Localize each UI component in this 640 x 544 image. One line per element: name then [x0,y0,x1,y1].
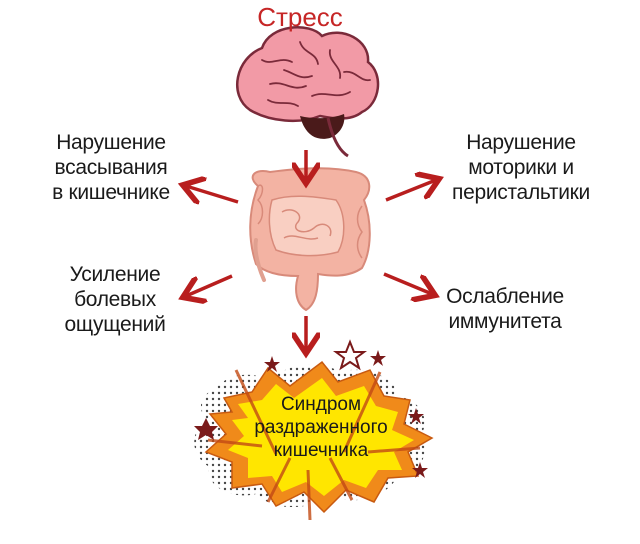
label-motility-disorder: Нарушение моторики и перистальтики [436,130,606,205]
label-line: Нарушение [56,131,166,154]
label-line: кишечника [273,440,369,461]
star-icon [194,339,428,478]
label-line: всасывания [54,156,168,179]
label-pain-increase: Усиление болевых ощущений [50,262,180,337]
arrow-to-absorption [186,186,239,202]
explosion-burst-icon [194,360,434,521]
label-line: в кишечнике [52,181,170,204]
label-line: Нарушение [466,131,576,154]
arrow-to-immunity [383,272,432,294]
label-line: моторики и [468,156,574,179]
stress-title: Стресс [257,2,343,32]
label-line: Усиление [69,263,161,286]
label-immunity-weakening: Ослабление иммунитета [430,284,580,334]
label-absorption-disorder: Нарушение всасывания в кишечнике [36,130,186,205]
brain-icon [235,26,380,158]
label-line: иммунитета [448,310,562,333]
label-line: Ослабление [446,285,564,308]
label-line: ощущений [64,313,166,336]
label-line: болевых [74,288,156,311]
arrow-to-pain [186,274,233,296]
label-line: Синдром [280,394,362,415]
label-line: раздраженного [254,417,388,438]
intestine-icon [249,167,371,312]
label-line: перистальтики [452,181,590,204]
arrow-to-motility [385,180,436,202]
syndrome-label: Синдром раздраженного кишечника [246,393,396,462]
